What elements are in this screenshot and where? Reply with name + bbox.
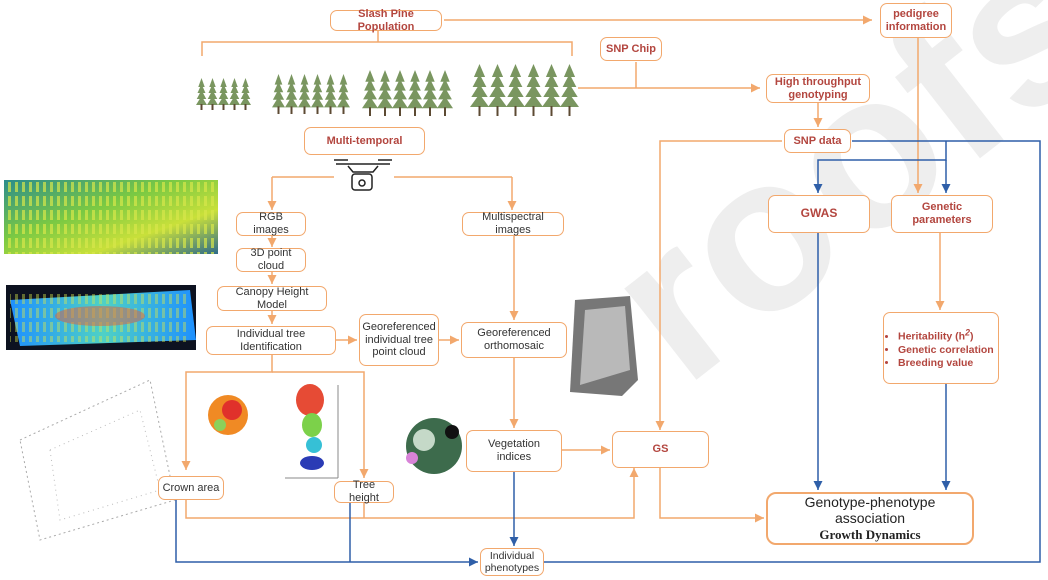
traits-box: Heritability (h2) Genetic correlation Br…: [883, 312, 999, 384]
pine-tree-icon: [524, 64, 543, 116]
multispectral-box: Multispectral images: [462, 211, 564, 236]
heritability-item: Heritability (h2): [898, 327, 994, 343]
tree-height-profile-image: [285, 384, 339, 479]
pine-tree-icon: [488, 64, 507, 116]
pine-tree-icon: [560, 64, 579, 116]
association-subtitle: Growth Dynamics: [819, 527, 921, 543]
pine-tree-icon: [218, 78, 229, 110]
breeding-value-item: Breeding value: [898, 357, 994, 369]
association-box: Genotype-phenotype association Growth Dy…: [766, 492, 974, 545]
pine-tree-icon: [437, 70, 453, 116]
gwas-box: GWAS: [768, 195, 870, 233]
population-box: Slash Pine Population: [330, 8, 442, 33]
pine-tree-icon: [311, 74, 324, 114]
genetic-params-box: Genetic parameters: [891, 195, 993, 233]
pine-tree-icon: [362, 70, 378, 116]
point-cloud-image: [6, 285, 196, 350]
pine-tree-icon: [324, 74, 337, 114]
pine-tree-icon: [196, 78, 207, 110]
pine-tree-icon: [337, 74, 350, 114]
vegetation-index-image: [402, 414, 466, 478]
pine-tree-icon: [392, 70, 408, 116]
pine-tree-icon: [542, 64, 561, 116]
snp-chip-box: SNP Chip: [600, 37, 662, 61]
gs-box: GS: [612, 431, 709, 468]
itd-box: Individual tree Identification: [206, 326, 336, 355]
tree-groups: [196, 64, 579, 116]
pine-tree-icon: [285, 74, 298, 114]
geo-cloud-box: Georeferenced individual tree point clou…: [359, 314, 439, 366]
drone-icon: [334, 159, 392, 191]
snp-data-box: SNP data: [784, 129, 851, 153]
tree-segmentation-image: [19, 379, 176, 541]
pine-tree-icon: [272, 74, 285, 114]
pedigree-box: pedigree information: [880, 3, 952, 38]
ortho-box: Georeferenced orthomosaic: [461, 322, 567, 358]
pine-tree-icon: [207, 78, 218, 110]
chm-box: Canopy Height Model: [217, 286, 327, 311]
pine-tree-icon: [377, 70, 393, 116]
pine-tree-icon: [506, 64, 525, 116]
pine-tree-icon: [470, 64, 489, 116]
pine-tree-icon: [240, 78, 251, 110]
genotyping-box: High throughput genotyping: [766, 74, 870, 103]
point-cloud-box: 3D point cloud: [236, 247, 306, 272]
crown-segmentation-image: [208, 395, 248, 435]
multispectral-image: [570, 296, 638, 396]
crown-area-box: Crown area: [158, 476, 224, 500]
dsm-image: [4, 180, 218, 254]
pine-tree-icon: [422, 70, 438, 116]
individual-phenotypes-box: Individual phenotypes: [480, 548, 544, 576]
rgb-box: RGB images: [236, 211, 306, 236]
multi-temporal-box: Multi-temporal: [304, 127, 425, 155]
association-title: Genotype-phenotype association: [804, 493, 936, 527]
tree-height-box: Tree height: [334, 479, 394, 504]
veg-indices-box: Vegetation indices: [466, 430, 562, 472]
pine-tree-icon: [407, 70, 423, 116]
pine-tree-icon: [298, 74, 311, 114]
pine-tree-icon: [229, 78, 240, 110]
genetic-correlation-item: Genetic correlation: [898, 344, 994, 356]
